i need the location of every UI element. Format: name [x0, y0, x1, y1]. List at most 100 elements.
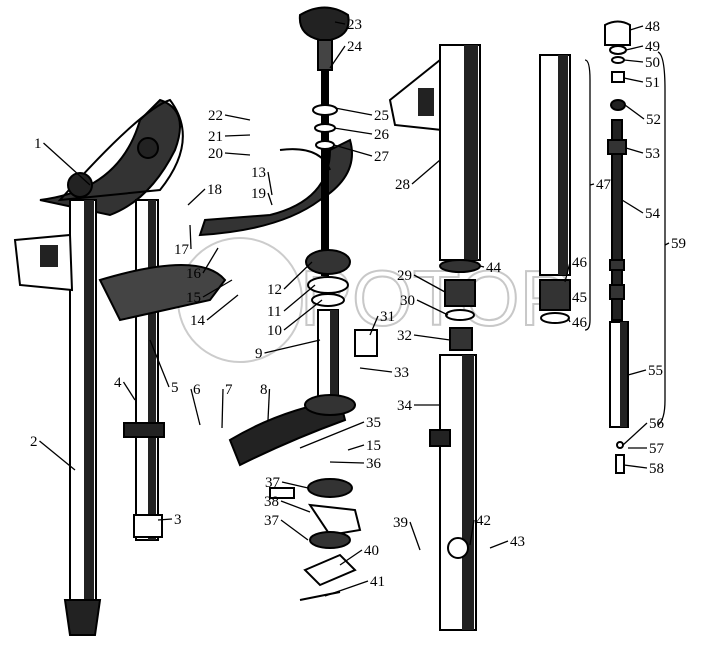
callout-44: 44 — [486, 260, 502, 276]
plate-40 — [303, 553, 357, 587]
leader-line-4 — [122, 381, 136, 401]
leader-line-30 — [416, 299, 449, 316]
leader-line-33 — [359, 367, 393, 373]
callout-51: 51 — [645, 75, 660, 91]
leader-line-50 — [623, 59, 644, 63]
seal-37 — [307, 478, 353, 498]
leader-line-6 — [190, 388, 201, 426]
callout-30: 30 — [400, 293, 415, 309]
leader-line-24 — [329, 45, 346, 69]
leader-line-42 — [469, 519, 475, 546]
callout-48: 48 — [645, 19, 660, 35]
leader-line-36 — [329, 461, 365, 464]
callout-42: 42 — [476, 513, 491, 529]
leader-line-54 — [621, 199, 644, 214]
leader-line-29 — [413, 274, 446, 293]
leader-line-35 — [299, 421, 365, 449]
callout-4: 4 — [114, 375, 122, 391]
callout-49: 49 — [645, 39, 660, 55]
leader-line-43 — [489, 540, 509, 549]
leader-line-49 — [625, 45, 644, 51]
callout-2: 2 — [30, 434, 38, 450]
leader-line-37 — [281, 481, 309, 489]
callout-12: 12 — [267, 282, 282, 298]
callout-50: 50 — [645, 55, 660, 71]
callout-29: 29 — [397, 268, 412, 284]
callout-15b: 15 — [366, 438, 381, 454]
callout-38: 38 — [264, 494, 279, 510]
callout-41: 41 — [370, 574, 385, 590]
cap-48 — [604, 20, 631, 46]
leader-line-22 — [224, 114, 251, 121]
callout-26: 26 — [374, 127, 390, 143]
callout-3: 3 — [174, 512, 182, 528]
callout-46: 46 — [572, 255, 588, 271]
leader-line-23 — [334, 21, 346, 25]
leader-line-8 — [267, 388, 271, 421]
leader-line-26 — [333, 127, 373, 135]
leader-line-46 — [564, 261, 571, 283]
callout-10: 10 — [267, 323, 282, 339]
leader-line-13 — [267, 171, 273, 196]
callout-37b: 37 — [264, 513, 280, 529]
callout-23: 23 — [347, 17, 362, 33]
bearing-12 — [305, 249, 351, 275]
leader-line-18 — [187, 188, 206, 206]
callout-37: 37 — [265, 475, 281, 491]
callout-58: 58 — [649, 461, 664, 477]
leader-line-17 — [189, 224, 192, 250]
callout-21: 21 — [208, 129, 223, 145]
leader-line-52 — [624, 104, 645, 120]
wheel-axle-end — [63, 599, 102, 636]
callout-19: 19 — [251, 186, 266, 202]
knob — [298, 6, 350, 41]
callout-7: 7 — [225, 382, 233, 398]
callout-59: 59 — [671, 236, 686, 252]
leader-line-1 — [43, 142, 91, 186]
callout-15: 15 — [186, 290, 201, 306]
callout-16: 16 — [186, 266, 202, 282]
leader-line-12 — [283, 261, 313, 290]
leader-line-51 — [623, 77, 644, 83]
leader-line-44 — [479, 265, 485, 268]
callout-17: 17 — [174, 242, 190, 258]
callout-11: 11 — [267, 304, 281, 320]
lower-bracket — [98, 264, 227, 322]
leader-line-16 — [202, 247, 219, 274]
callout-1: 1 — [34, 136, 42, 152]
upper-arc-bracket — [57, 98, 184, 202]
callout-47: 47 — [596, 177, 612, 193]
leader-line-41 — [324, 580, 369, 597]
callout-5: 5 — [171, 380, 179, 396]
callout-40: 40 — [364, 543, 379, 559]
leader-line-9 — [264, 339, 321, 354]
callout-6: 6 — [193, 382, 201, 398]
leader-line-14 — [206, 294, 239, 321]
leader-line-39 — [409, 521, 421, 551]
callout-20: 20 — [208, 146, 223, 162]
leader-line-19 — [267, 192, 273, 206]
leader-line-37b — [280, 519, 309, 541]
leader-line-25 — [334, 107, 373, 116]
leader-line-55 — [627, 369, 647, 376]
leader-line-28 — [411, 159, 441, 185]
fork-bracket — [39, 98, 181, 217]
callout-25: 25 — [374, 108, 389, 124]
leader-line-59 — [664, 242, 670, 246]
callout-46b: 46 — [572, 315, 588, 331]
kingpin — [321, 64, 329, 276]
callout-14: 14 — [190, 313, 206, 329]
lever-38 — [307, 503, 362, 537]
callout-52: 52 — [646, 112, 661, 128]
leader-line-48 — [629, 25, 644, 31]
callout-39: 39 — [393, 515, 408, 531]
leader-line-11 — [283, 284, 316, 312]
callout-28: 28 — [395, 177, 410, 193]
leader-line-32 — [413, 334, 451, 341]
leader-lines — [39, 21, 670, 597]
callout-56: 56 — [649, 416, 665, 432]
parts — [13, 6, 666, 636]
